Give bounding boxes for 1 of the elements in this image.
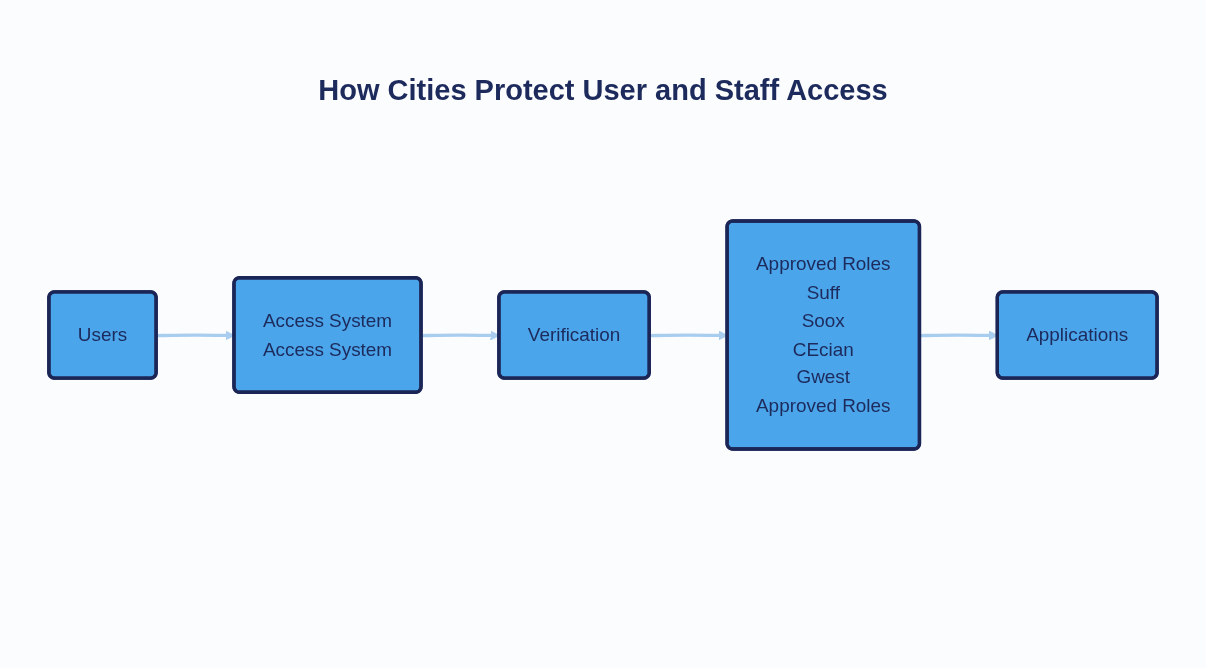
- diagram-title: How Cities Protect User and Staff Access: [317, 74, 889, 107]
